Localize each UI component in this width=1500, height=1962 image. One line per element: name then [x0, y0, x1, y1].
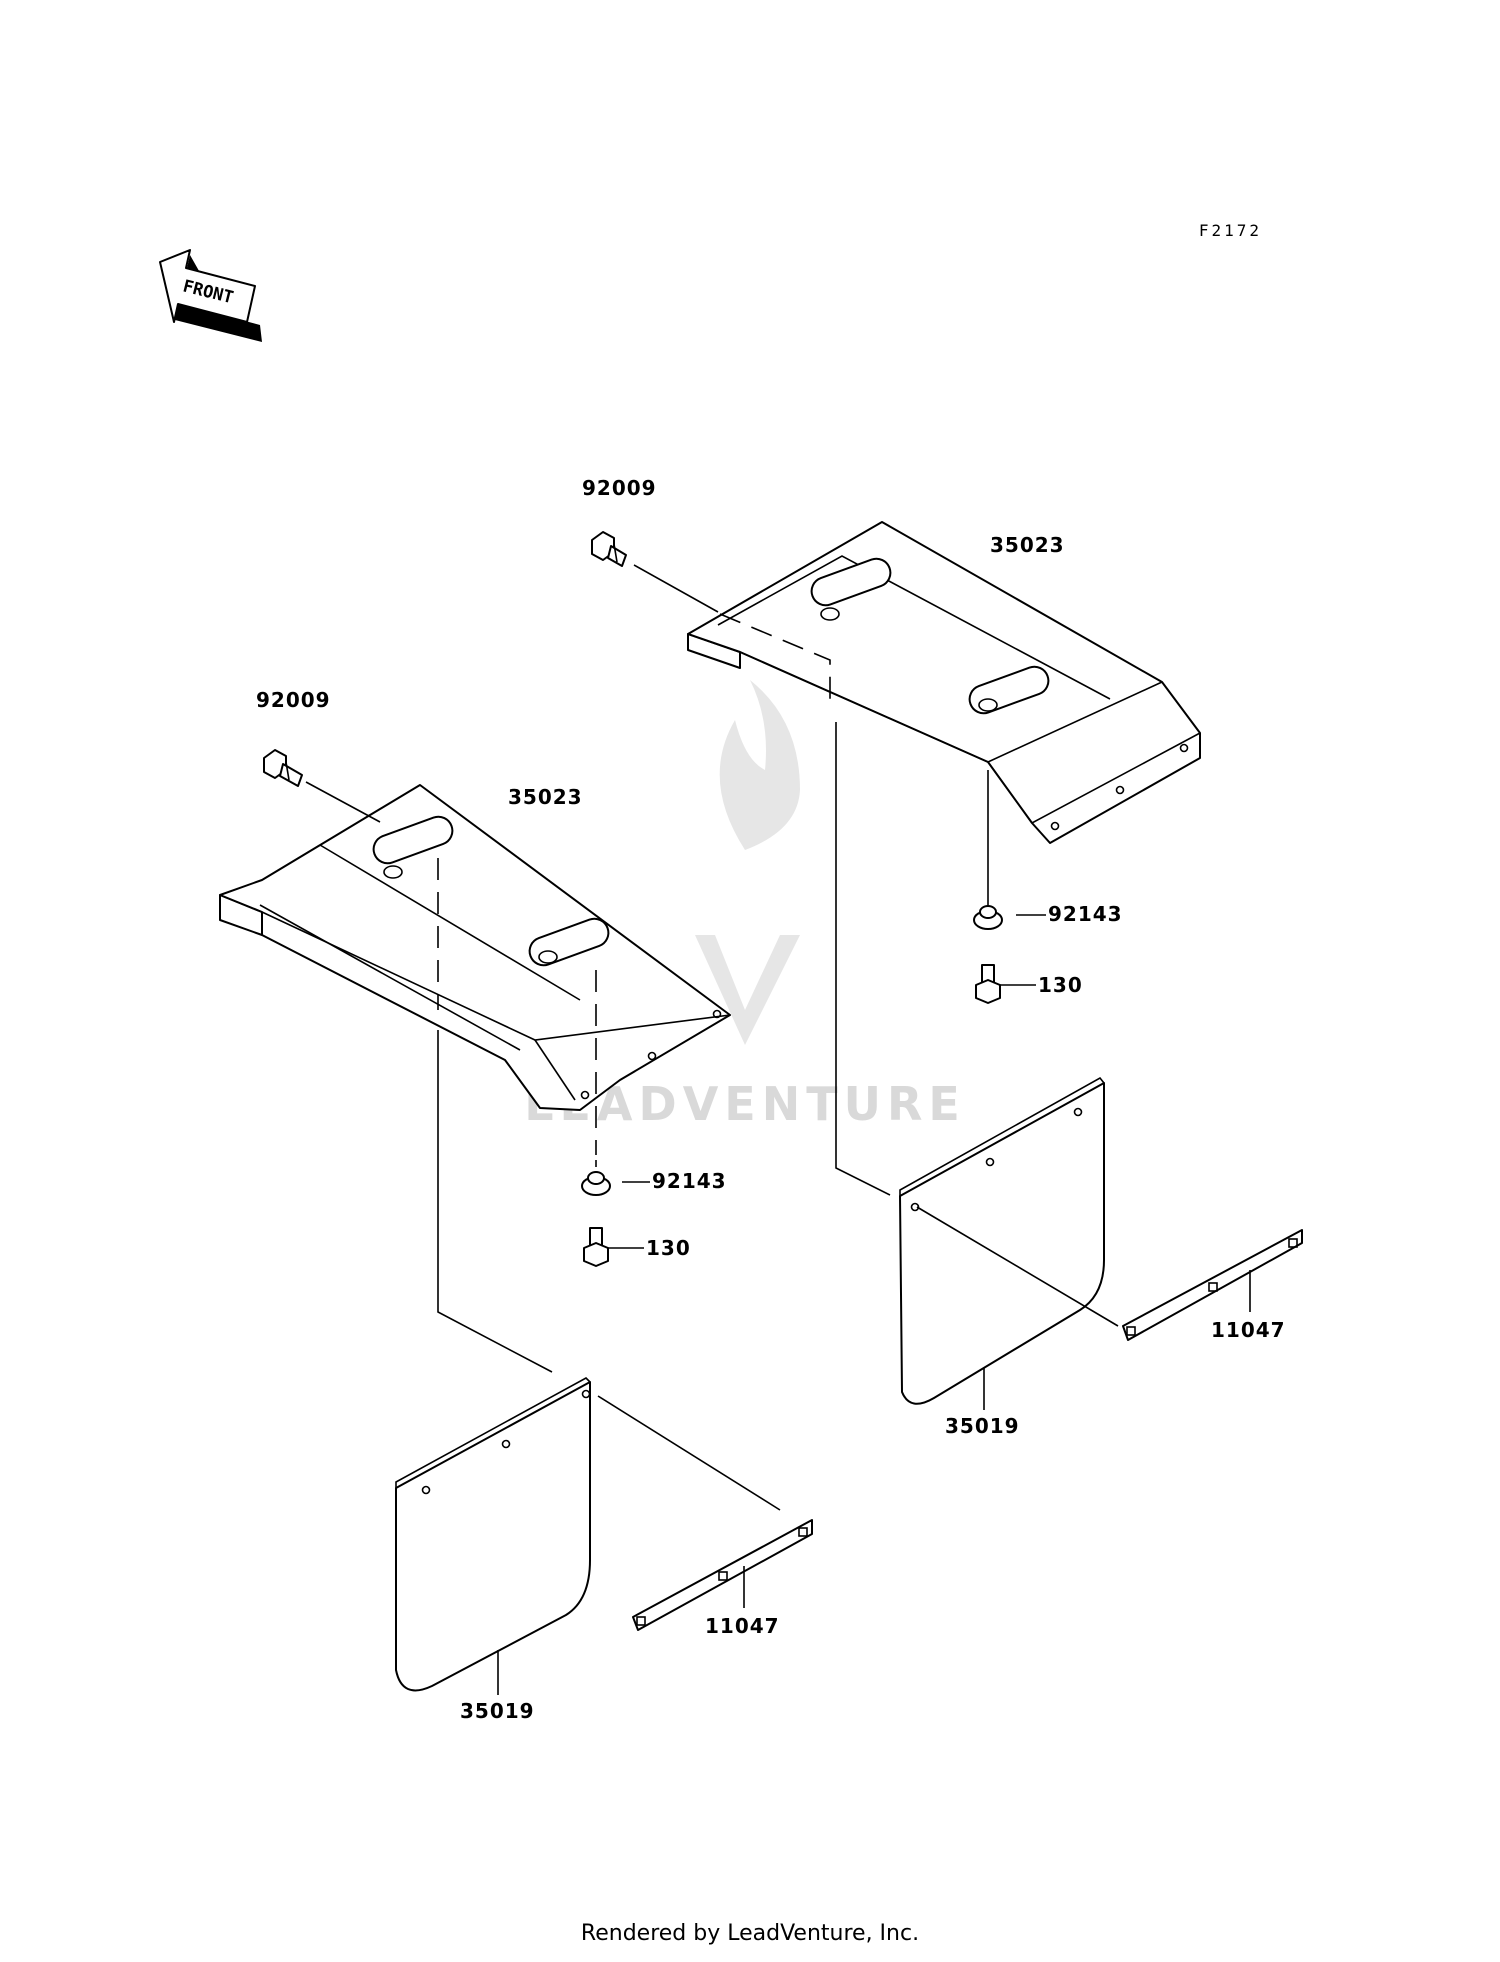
callout-35023-upper: 35023: [990, 533, 1065, 557]
callout-130-right: 130: [1038, 973, 1083, 997]
callout-35023-left: 35023: [508, 785, 583, 809]
callout-11047-right: 11047: [1211, 1318, 1286, 1342]
front-arrow-icon: FRONT: [159, 249, 262, 342]
footer-credit: Rendered by LeadVenture, Inc.: [580, 1921, 920, 1946]
callout-92143-left: 92143: [652, 1169, 727, 1193]
callout-92009-left: 92009: [256, 688, 331, 712]
strip-right: [1122, 1229, 1303, 1341]
bolt-icon: [975, 964, 1001, 1004]
bolt-icon: [583, 1227, 609, 1267]
callout-11047-left: 11047: [705, 1614, 780, 1638]
callout-92009-upper: 92009: [582, 476, 657, 500]
callout-35019-right: 35019: [945, 1414, 1020, 1438]
figure-code: F2172: [1199, 221, 1262, 240]
washer-icon: [581, 1171, 611, 1196]
fender-upper-right: [687, 521, 1201, 844]
bolt-icon: [263, 749, 303, 787]
fender-left: [219, 784, 731, 1111]
callout-130-left: 130: [646, 1236, 691, 1260]
mud-flap-right: [899, 1076, 1105, 1405]
strip-left: [632, 1519, 813, 1631]
callout-92143-right: 92143: [1048, 902, 1123, 926]
bolt-icon: [591, 531, 627, 567]
callout-35019-left: 35019: [460, 1699, 535, 1723]
washer-icon: [973, 905, 1003, 930]
mud-flap-left: [395, 1377, 591, 1692]
